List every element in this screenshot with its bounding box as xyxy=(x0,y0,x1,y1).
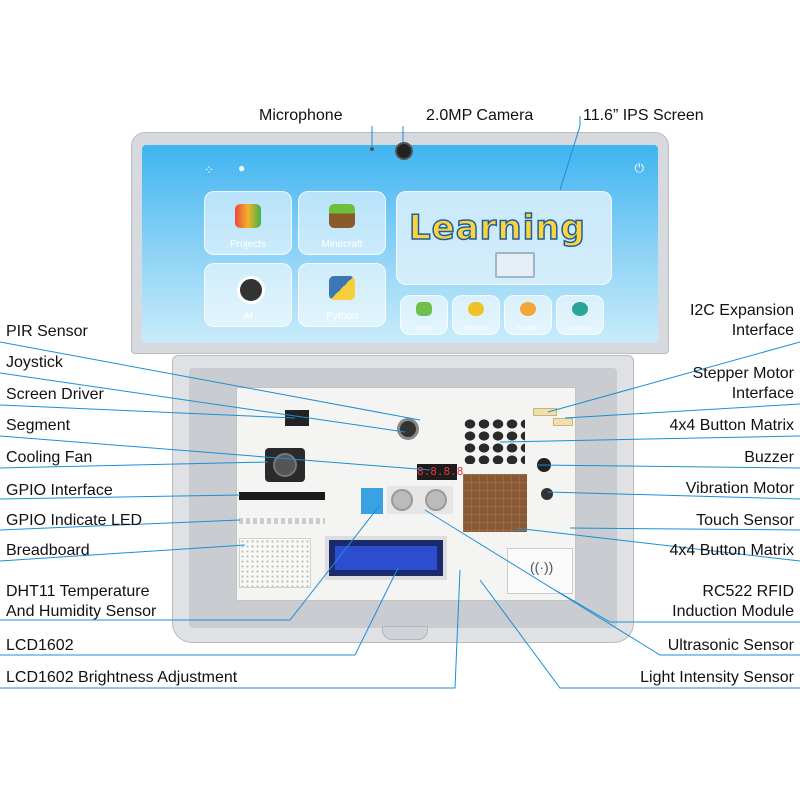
label-button-matrix-2: 4x4 Button Matrix xyxy=(669,542,795,559)
stepper-connector xyxy=(553,418,573,426)
rfid-module: ((·)) xyxy=(507,548,573,594)
label-rfid-line2: Induction Module xyxy=(672,603,794,620)
button-matrix xyxy=(463,418,525,464)
label-camera: 2.0MP Camera xyxy=(426,107,534,124)
label-rfid-line1: RC522 RFID xyxy=(702,583,794,600)
tile-scratch[interactable]: Scratch xyxy=(504,295,552,335)
label-lcd-brightness: LCD1602 Brightness Adjustment xyxy=(6,669,238,686)
tile-arduino[interactable]: Arduino xyxy=(556,295,604,335)
vibration-motor xyxy=(541,488,553,500)
label-screen-driver: Screen Driver xyxy=(6,386,104,403)
label-buzzer: Buzzer xyxy=(744,449,794,466)
tile-label: Arduino xyxy=(569,326,591,332)
game-icon xyxy=(416,302,432,316)
label-segment: Segment xyxy=(6,417,71,434)
grid-icon: ⁘ xyxy=(204,163,215,177)
tile-label: Scratch xyxy=(517,326,539,332)
touch-pad xyxy=(463,474,527,532)
buzzer xyxy=(537,458,551,472)
tile-minecraft[interactable]: Minecraft xyxy=(298,191,386,255)
tile-label: Python xyxy=(326,311,358,322)
label-button-matrix-1: 4x4 Button Matrix xyxy=(669,417,795,434)
label-pir-sensor: PIR Sensor xyxy=(6,323,88,340)
gpio-header xyxy=(239,492,325,500)
label-microphone: Microphone xyxy=(259,107,343,124)
screen-driver-chip xyxy=(285,410,309,426)
laptop-lid: ⁘ ● ⏻ Projects Minecraft AI Python Learn… xyxy=(131,132,669,354)
tile-label: Minecraft xyxy=(321,239,363,250)
label-dht11-line1: DHT11 Temperature xyxy=(6,583,150,600)
label-vibration-motor: Vibration Motor xyxy=(685,480,794,497)
projects-icon xyxy=(235,204,261,228)
dht11-sensor xyxy=(361,488,383,514)
label-cooling-fan: Cooling Fan xyxy=(6,449,93,466)
tile-ai[interactable]: AI xyxy=(204,263,292,327)
user-icon: ● xyxy=(238,161,246,175)
label-lcd1602: LCD1602 xyxy=(6,637,74,654)
tile-label: Game xyxy=(415,326,433,332)
camera-lens xyxy=(395,142,413,160)
label-screen: 11.6” IPS Screen xyxy=(583,107,704,124)
lcd1602 xyxy=(325,536,447,580)
arduino-icon xyxy=(572,302,588,316)
segment-display: 8.8.8.8 xyxy=(417,464,464,480)
tile-microbit[interactable]: Microbit xyxy=(452,295,500,335)
tile-projects[interactable]: Projects xyxy=(204,191,292,255)
microbit-icon xyxy=(468,302,484,316)
label-i2c-line1: I2C Expansion xyxy=(689,302,794,319)
ultrasonic-sensor xyxy=(387,486,453,514)
i2c-connector xyxy=(533,408,557,416)
label-stepper-line1: Stepper Motor xyxy=(692,365,794,382)
learning-banner[interactable]: Learning xyxy=(396,191,612,285)
ai-robot-icon xyxy=(237,276,265,304)
label-gpio-interface: GPIO Interface xyxy=(6,482,113,499)
label-ultrasonic: Ultrasonic Sensor xyxy=(667,637,794,654)
scratch-cat-icon xyxy=(520,302,536,316)
label-stepper-line2: Interface xyxy=(731,385,794,402)
label-breadboard: Breadboard xyxy=(6,542,90,559)
gpio-led-row xyxy=(239,518,325,524)
monitor-icon xyxy=(495,252,535,278)
label-joystick: Joystick xyxy=(6,354,63,371)
label-gpio-led: GPIO Indicate LED xyxy=(6,512,143,529)
sensor-board: 8.8.8.8 ((·)) xyxy=(236,387,576,601)
power-icon: ⏻ xyxy=(634,161,645,175)
tile-python[interactable]: Python xyxy=(298,263,386,327)
tile-label: AI xyxy=(243,311,253,322)
python-icon xyxy=(329,276,355,300)
label-i2c-line2: Interface xyxy=(731,322,794,339)
label-light-intensity: Light Intensity Sensor xyxy=(640,669,794,686)
label-dht11-line2: And Humidity Sensor xyxy=(6,603,157,620)
laptop-screen: ⁘ ● ⏻ Projects Minecraft AI Python Learn… xyxy=(142,145,658,343)
base-notch xyxy=(382,626,428,640)
cooling-fan xyxy=(265,448,305,482)
minecraft-icon xyxy=(329,204,355,228)
tile-game[interactable]: Game xyxy=(400,295,448,335)
label-touch-sensor: Touch Sensor xyxy=(696,512,794,529)
tile-label: Microbit xyxy=(465,326,487,332)
learning-banner-text: Learning xyxy=(408,207,586,249)
joystick xyxy=(397,418,419,440)
breadboard xyxy=(239,538,311,588)
tile-label: Projects xyxy=(229,239,267,250)
microphone-hole xyxy=(370,147,374,151)
